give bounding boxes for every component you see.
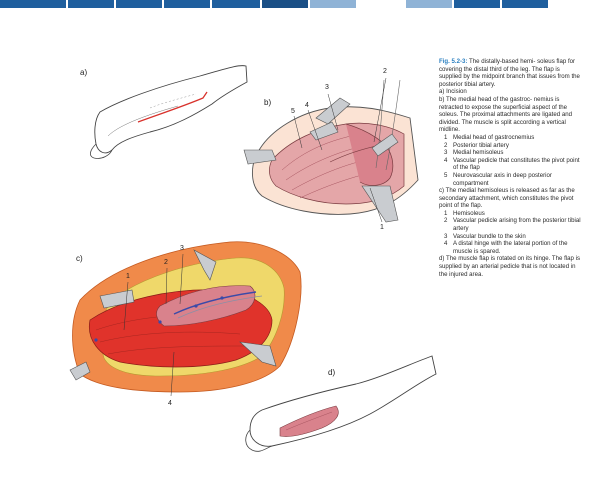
b-label-4: 4 [305,102,309,109]
c-label-3: 3 [180,245,184,252]
c-label-4: 4 [168,400,172,407]
bar-segment [116,0,162,8]
b-label-3: 3 [325,84,329,91]
bar-segment [164,0,210,8]
bar-segment [212,0,260,8]
caption-a: a) Incision [439,88,467,96]
bar-segment [502,0,548,8]
illustration-c-hemisoleus-release [69,241,302,397]
caption-b: b) The medial head of the gastroc- nemiu… [439,95,573,134]
panel-label-c: c) [76,254,83,263]
bar-segment [406,0,452,8]
b-label-2: 2 [383,68,387,75]
panel-label-d: d) [328,368,336,377]
bar-segment [68,0,114,8]
caption-c: c) The medial hemisoleus is released as … [439,187,575,210]
b-label-5: 5 [291,108,295,115]
bar-segment [262,0,308,8]
caption-title: Fig. 5.2-3: [439,58,468,65]
bar-segment [0,0,66,8]
caption-intro: The distally-based hemi- soleus flap for… [439,58,580,88]
caption-d: d) The muscle flap is rotated on its hin… [439,255,581,278]
illustration-d-rotated-flap [245,355,437,452]
panel-label-b: b) [264,98,272,107]
b-label-1: 1 [380,224,384,231]
c-label-2: 2 [164,259,168,266]
c-label-1: 1 [126,273,130,280]
illustration-a-leg-incision [90,65,248,159]
panel-label-a: a) [80,68,88,77]
bar-segment [454,0,500,8]
illustration-b-soleus-exposure [243,77,419,223]
figure-caption: Fig. 5.2-3: The distally-based hemi- sol… [439,58,584,278]
top-color-bar [0,0,589,10]
bar-segment [310,0,356,8]
